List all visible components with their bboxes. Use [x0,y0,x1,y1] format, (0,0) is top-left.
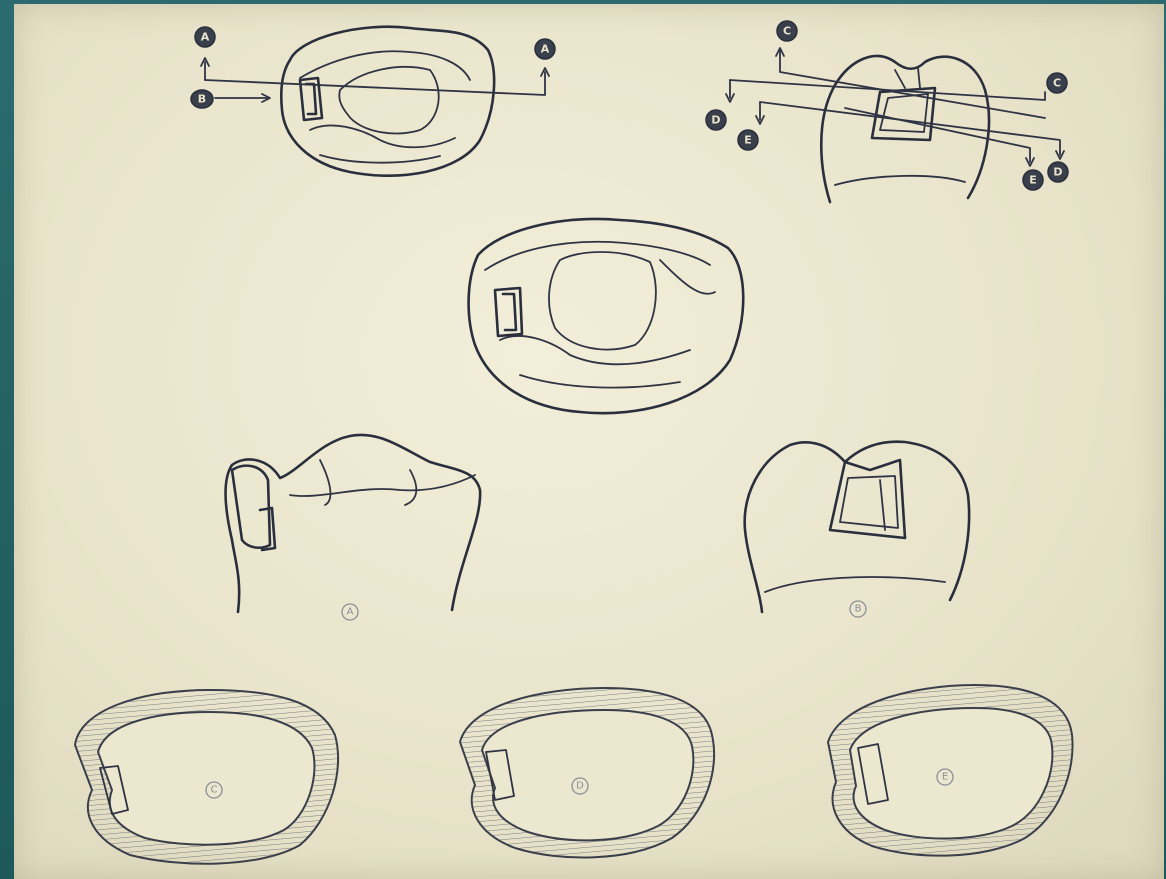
cross-section-d [460,688,714,857]
label-c-top: C [777,21,797,41]
svg-text:A: A [201,31,210,44]
svg-text:E: E [942,772,948,783]
label-e-right: E [1023,170,1043,190]
svg-text:D: D [1053,166,1062,179]
proximal-view-b [745,442,969,612]
svg-text:E: E [1029,174,1037,187]
occlusal-view-center [469,219,744,413]
occlusal-view-top-left [201,27,549,176]
svg-text:B: B [855,604,862,615]
svg-text:C: C [1053,77,1061,90]
svg-text:C: C [783,25,791,38]
svg-text:D: D [576,781,584,792]
svg-text:A: A [347,607,354,618]
label-view-b: B [850,601,866,617]
cross-section-c [75,690,338,864]
label-a-left: A [195,27,215,47]
svg-text:D: D [711,114,720,127]
svg-text:B: B [198,93,206,106]
proximal-view-top-right [726,48,1064,202]
label-d-left: D [706,110,726,130]
svg-text:A: A [541,43,550,56]
svg-text:C: C [211,785,218,796]
label-a-right: A [535,39,555,59]
label-d-right: D [1048,162,1068,182]
label-e-left: E [738,130,758,150]
label-view-a: A [342,604,358,620]
label-b-left: B [191,90,213,108]
proximal-view-a [226,435,481,612]
svg-text:E: E [744,134,752,147]
label-c-right: C [1047,73,1067,93]
